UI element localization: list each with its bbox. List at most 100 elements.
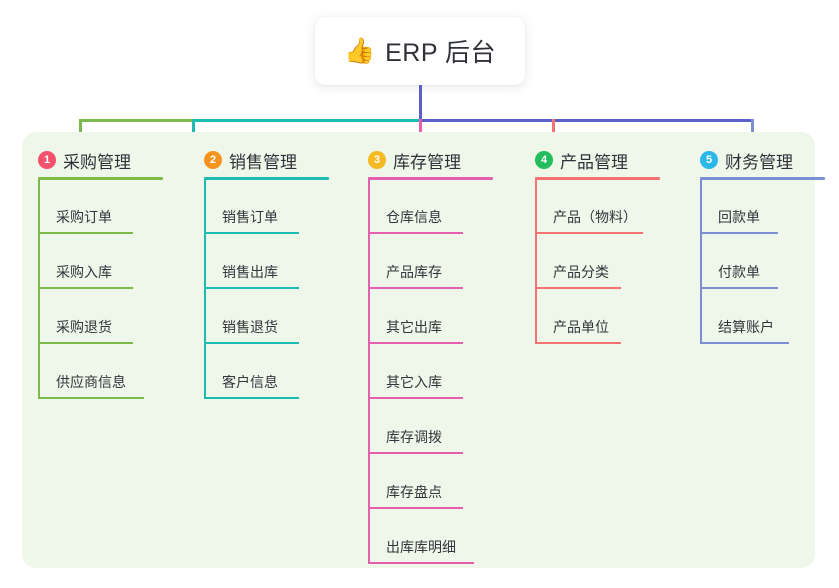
branch-leaf-underline <box>368 232 463 234</box>
branch-leaf-item[interactable]: 采购退货 <box>38 289 133 344</box>
branch-number-badge: 2 <box>204 151 222 169</box>
branch-leaf-item[interactable]: 仓库信息 <box>368 179 463 234</box>
branch-header-产品管理[interactable]: 4 产品管理 <box>519 143 660 180</box>
branch-leaf-underline <box>38 397 144 399</box>
branch-header-采购管理[interactable]: 1 采购管理 <box>22 143 163 180</box>
bus-segment-indigo <box>419 119 751 122</box>
branch-leaf-underline <box>368 342 463 344</box>
branch-title: 采购管理 <box>63 152 131 172</box>
branch-leaf-underline <box>204 287 299 289</box>
branch-leaf-item[interactable]: 销售出库 <box>204 234 299 289</box>
branch-header-库存管理[interactable]: 3 库存管理 <box>352 143 493 180</box>
branch-leaf-item[interactable]: 产品单位 <box>535 289 621 344</box>
branch-leaf-label: 库存调拨 <box>386 429 442 445</box>
branch-leaf-label: 供应商信息 <box>56 374 126 390</box>
branch-leaf-item[interactable]: 供应商信息 <box>38 344 144 399</box>
root-node-card[interactable]: 👍 ERP 后台 <box>315 17 525 85</box>
branch-leaf-underline <box>38 342 133 344</box>
bus-segment-green <box>79 119 192 122</box>
branch-leaf-item[interactable]: 库存调拨 <box>368 399 463 454</box>
branch-leaf-label: 回款单 <box>718 209 760 225</box>
bus-segment-teal <box>192 119 419 122</box>
branch-spine <box>38 179 40 399</box>
branch-leaf-underline <box>38 232 133 234</box>
branch-number-badge: 1 <box>38 151 56 169</box>
branch-leaf-item[interactable]: 出库库明细 <box>368 509 474 564</box>
branch-leaf-item[interactable]: 回款单 <box>700 179 778 234</box>
branch-leaf-item[interactable]: 销售退货 <box>204 289 299 344</box>
branch-leaf-label: 客户信息 <box>222 374 278 390</box>
branch-header-财务管理[interactable]: 5 财务管理 <box>684 143 825 180</box>
root-node-title: ERP 后台 <box>385 39 497 67</box>
branch-leaf-label: 采购订单 <box>56 209 112 225</box>
branch-leaf-underline <box>535 232 643 234</box>
branch-leaf-label: 其它入库 <box>386 374 442 390</box>
branch-leaf-label: 库存盘点 <box>386 484 442 500</box>
thumbs-up-icon: 👍 <box>343 36 376 65</box>
branch-spine <box>535 179 537 344</box>
branch-leaf-underline <box>700 287 778 289</box>
branch-header-underline <box>38 177 163 180</box>
branch-spine <box>204 179 206 399</box>
branch-spine <box>700 179 702 344</box>
branch-leaf-underline <box>368 562 474 564</box>
branch-leaf-item[interactable]: 客户信息 <box>204 344 299 399</box>
branch-number-badge: 5 <box>700 151 718 169</box>
branch-leaf-underline <box>700 342 789 344</box>
branch-number-badge: 4 <box>535 151 553 169</box>
branch-leaf-underline <box>204 397 299 399</box>
branch-leaf-item[interactable]: 其它出库 <box>368 289 463 344</box>
branch-leaf-underline <box>368 507 463 509</box>
branch-column-财务管理: 5 财务管理回款单付款单结算账户 <box>684 143 825 344</box>
branch-number-badge: 3 <box>368 151 386 169</box>
root-trunk-line <box>419 85 422 122</box>
branch-leaf-label: 产品单位 <box>553 319 609 335</box>
branch-leaf-underline <box>535 342 621 344</box>
branch-leaf-item[interactable]: 产品分类 <box>535 234 621 289</box>
branch-leaf-label: 采购入库 <box>56 264 112 280</box>
branch-header-underline <box>204 177 329 180</box>
branch-leaf-label: 产品库存 <box>386 264 442 280</box>
branch-leaf-item[interactable]: 库存盘点 <box>368 454 463 509</box>
branch-leaf-label: 销售退货 <box>222 319 278 335</box>
branch-leaf-item[interactable]: 产品（物料） <box>535 179 643 234</box>
branch-header-underline <box>368 177 493 180</box>
branch-leaf-item[interactable]: 销售订单 <box>204 179 299 234</box>
branch-leaf-underline <box>368 452 463 454</box>
branch-title: 产品管理 <box>560 152 628 172</box>
branch-leaf-label: 产品（物料） <box>553 209 637 225</box>
branch-spine <box>368 179 370 564</box>
branch-leaf-underline <box>535 287 621 289</box>
branch-leaf-underline <box>368 397 463 399</box>
branch-leaf-label: 出库库明细 <box>386 539 456 555</box>
branch-header-销售管理[interactable]: 2 销售管理 <box>188 143 329 180</box>
branch-leaf-item[interactable]: 产品库存 <box>368 234 463 289</box>
branch-leaf-underline <box>368 287 463 289</box>
branch-leaf-label: 结算账户 <box>718 319 774 335</box>
branch-panel <box>22 132 815 568</box>
branch-leaf-item[interactable]: 采购入库 <box>38 234 133 289</box>
branch-leaf-label: 产品分类 <box>553 264 609 280</box>
branch-leaf-label: 采购退货 <box>56 319 112 335</box>
branch-header-underline <box>535 177 660 180</box>
branch-leaf-label: 付款单 <box>718 264 760 280</box>
branch-leaf-item[interactable]: 付款单 <box>700 234 778 289</box>
branch-leaf-label: 销售订单 <box>222 209 278 225</box>
branch-leaf-underline <box>204 232 299 234</box>
branch-header-underline <box>700 177 825 180</box>
branch-leaf-item[interactable]: 采购订单 <box>38 179 133 234</box>
branch-leaf-label: 销售出库 <box>222 264 278 280</box>
branch-title: 库存管理 <box>393 152 461 172</box>
branch-leaf-label: 仓库信息 <box>386 209 442 225</box>
branch-title: 财务管理 <box>725 152 793 172</box>
branch-leaf-underline <box>700 232 778 234</box>
branch-leaf-label: 其它出库 <box>386 319 442 335</box>
branch-leaf-underline <box>38 287 133 289</box>
branch-leaf-item[interactable]: 其它入库 <box>368 344 463 399</box>
branch-title: 销售管理 <box>229 152 297 172</box>
branch-column-产品管理: 4 产品管理产品（物料） 产品分类产品单位 <box>519 143 660 344</box>
branch-leaf-item[interactable]: 结算账户 <box>700 289 789 344</box>
branch-leaf-underline <box>204 342 299 344</box>
branch-column-采购管理: 1 采购管理采购订单采购入库采购退货供应商信息 <box>22 143 163 399</box>
branch-column-销售管理: 2 销售管理销售订单销售出库销售退货客户信息 <box>188 143 329 399</box>
